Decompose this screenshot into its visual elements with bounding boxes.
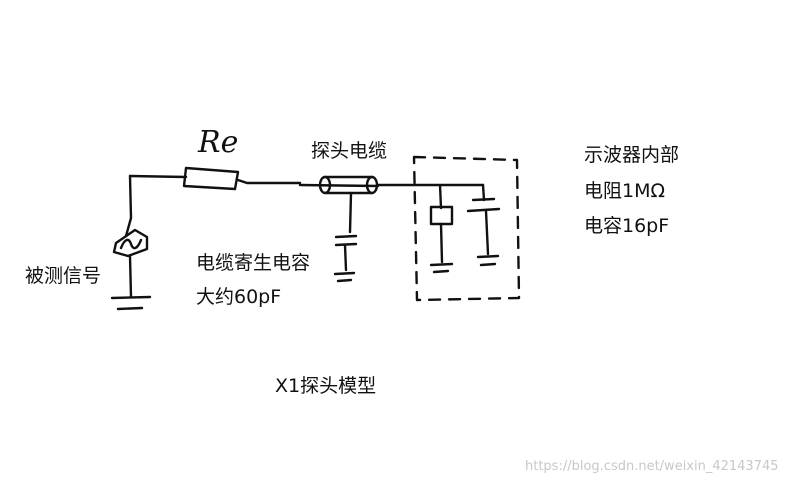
- wire-re-to-cable: [238, 180, 300, 183]
- parasitic-ground-1: [335, 273, 354, 274]
- parasitic-cap-lead: [345, 245, 346, 270]
- cable-center-conductor: [300, 185, 378, 186]
- ground-line-2: [118, 308, 142, 309]
- cable-capacitance-label-line2: 大约60pF: [196, 286, 282, 308]
- scope-input: [378, 157, 519, 300]
- scope-cap-plate-1: [473, 199, 494, 200]
- scope-internal-label: 示波器内部: [584, 144, 680, 166]
- signal-source-label: 被测信号: [25, 265, 102, 287]
- diagram-caption: X1探头模型: [275, 375, 377, 397]
- resistor-body: [184, 168, 238, 189]
- wire-source-top: [126, 176, 131, 236]
- scope-capacitance-label: 电容16pF: [584, 215, 670, 237]
- resistor-lead-top: [440, 185, 441, 208]
- scope-cap-plate-2: [468, 209, 499, 211]
- sine-wave-icon: [121, 240, 141, 248]
- scope-resistor: [431, 207, 452, 224]
- probe-cable-label: 探头电缆: [311, 140, 388, 162]
- resistor-lead-bottom: [441, 224, 442, 262]
- wire-source-bottom: [130, 256, 131, 297]
- parasitic-cap-plate-1: [336, 236, 356, 237]
- ac-source-body: [114, 230, 147, 256]
- cap-ground-1: [478, 256, 498, 257]
- ground-line-1: [112, 297, 150, 298]
- scope-resistance-label: 电阻1MΩ: [584, 180, 666, 202]
- signal-source: [112, 176, 186, 309]
- wire-top-left: [130, 176, 186, 177]
- cap-lead-top: [483, 185, 484, 200]
- resistor-re: [184, 168, 300, 189]
- cable-shield-tap: [350, 193, 351, 232]
- resistor-ground-1: [431, 264, 452, 265]
- cable-capacitance-label-line1: 电缆寄生电容: [196, 252, 311, 274]
- resistor-re-label: Re: [198, 125, 239, 160]
- parasitic-ground-2: [338, 280, 351, 281]
- cap-lead-bottom: [486, 211, 488, 254]
- cap-ground-2: [481, 264, 495, 265]
- resistor-ground-2: [434, 271, 448, 272]
- watermark-url: https://blog.csdn.net/weixin_42143745: [525, 459, 779, 474]
- probe-cable: [300, 177, 378, 281]
- scope-boundary-box: [414, 157, 519, 300]
